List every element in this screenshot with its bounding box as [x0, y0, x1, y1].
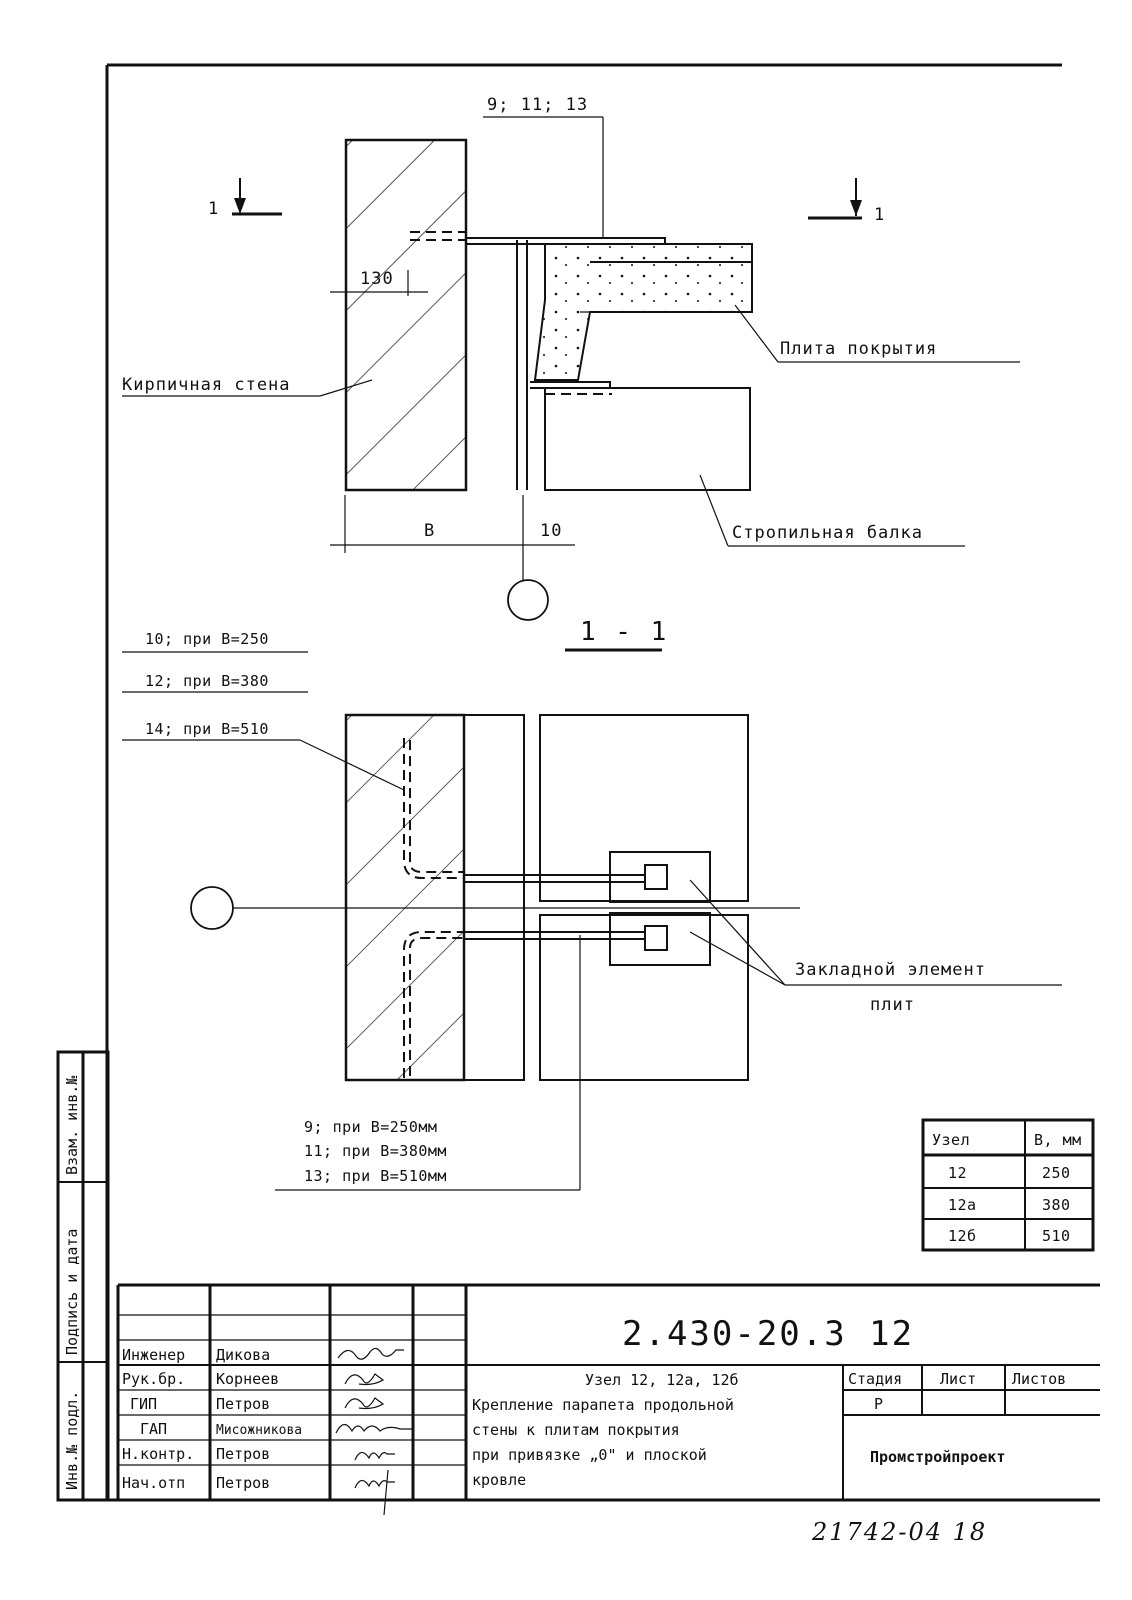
top-detail: 9; 11; 13 1 1 130 B 10 Кирпичная стена: [122, 95, 1020, 621]
footer-number: 21742-04 18: [811, 1518, 987, 1546]
table-b-3: 510: [1042, 1227, 1071, 1245]
node-table: Узел B, мм 12 250 12а 380 12б 510: [921, 1118, 1095, 1252]
axis-circle-top: [507, 579, 549, 621]
table-b-1: 250: [1042, 1164, 1071, 1182]
role-4: ГАП: [140, 1420, 167, 1438]
title-line-4: при привязке „0" и плоской: [472, 1446, 707, 1464]
embed-plate-upper: [609, 851, 711, 903]
brick-wall-top: [344, 138, 468, 492]
callout-bottom-3: 13; при B=510мм: [304, 1167, 447, 1185]
table-node-2: 12а: [948, 1196, 977, 1214]
dim-130: 130: [360, 269, 394, 289]
slab-lower: [539, 914, 749, 1081]
section-detail: 1 - 1 10; при B=250 12; при B=380 14; пр…: [122, 617, 1062, 1191]
label-embed-line1: Закладной элемент: [795, 960, 986, 980]
name-1: Дикова: [216, 1346, 270, 1364]
table-b-2: 380: [1042, 1196, 1071, 1214]
org-name: Промстройпроект: [870, 1448, 1005, 1466]
role-1: Инженер: [122, 1346, 185, 1364]
sheet-header: Лист: [940, 1370, 976, 1388]
name-6: Петров: [216, 1474, 270, 1492]
title-block: 2.430-20.3 12 Инженер Дикова Рук.бр. Кор…: [116, 1283, 1100, 1516]
svg-text:1: 1: [208, 199, 219, 219]
table-node-1: 12: [948, 1164, 967, 1182]
section-marker-left: 1: [208, 178, 282, 219]
doc-code: 2.430-20.3 12: [622, 1314, 914, 1354]
label-beam: Стропильная балка: [732, 523, 923, 543]
role-2: Рук.бр.: [122, 1370, 185, 1388]
dim-b: B: [424, 521, 435, 541]
stamp-vzam-inv: Взам. инв.№: [63, 1076, 81, 1175]
stage-value: Р: [874, 1395, 883, 1413]
sheets-header: Листов: [1012, 1370, 1066, 1388]
rafter-beam: [544, 387, 751, 491]
axis-circle-section: [190, 886, 234, 930]
signatures: [335, 1347, 414, 1516]
label-embed-line2: плит: [870, 995, 915, 1015]
title-line-5: кровле: [472, 1471, 526, 1489]
callout-left-2: 12; при B=380: [145, 672, 269, 690]
callout-left-3: 14; при B=510: [145, 720, 269, 738]
table-node-3: 12б: [948, 1227, 977, 1245]
role-5: Н.контр.: [122, 1445, 194, 1463]
callout-bottom-1: 9; при B=250мм: [304, 1118, 437, 1136]
name-5: Петров: [216, 1445, 270, 1463]
title-line-2: Крепление парапета продольной: [472, 1396, 734, 1414]
callout-left-1: 10; при B=250: [145, 630, 269, 648]
name-4: Мисожникова: [216, 1423, 302, 1438]
dim-10: 10: [540, 521, 562, 541]
side-stamp: Инв.№ подл. Подпись и дата Взам. инв.№: [56, 1050, 110, 1502]
label-brick-wall: Кирпичная стена: [122, 375, 291, 395]
callout-bottom-2: 11; при B=380мм: [304, 1142, 447, 1160]
role-6: Нач.отп: [122, 1474, 185, 1492]
section-marker-right: 1: [808, 178, 885, 225]
name-3: Петров: [216, 1395, 270, 1413]
label-slab: Плита покрытия: [780, 339, 937, 359]
callout-top: 9; 11; 13: [487, 95, 588, 115]
stamp-inv-podl: Инв.№ подл.: [63, 1391, 81, 1490]
table-header-node: Узел: [932, 1131, 970, 1149]
role-3: ГИП: [130, 1395, 157, 1413]
title-line-1: Узел 12, 12а, 12б: [585, 1371, 739, 1389]
svg-text:1: 1: [874, 205, 885, 225]
stamp-signature-date: Подпись и дата: [63, 1229, 81, 1355]
title-line-3: стены к плитам покрытия: [472, 1421, 680, 1439]
section-title: 1 - 1: [580, 617, 668, 647]
name-2: Корнеев: [216, 1370, 279, 1388]
stage-header: Стадия: [848, 1370, 902, 1388]
table-header-b: B, мм: [1034, 1131, 1082, 1149]
